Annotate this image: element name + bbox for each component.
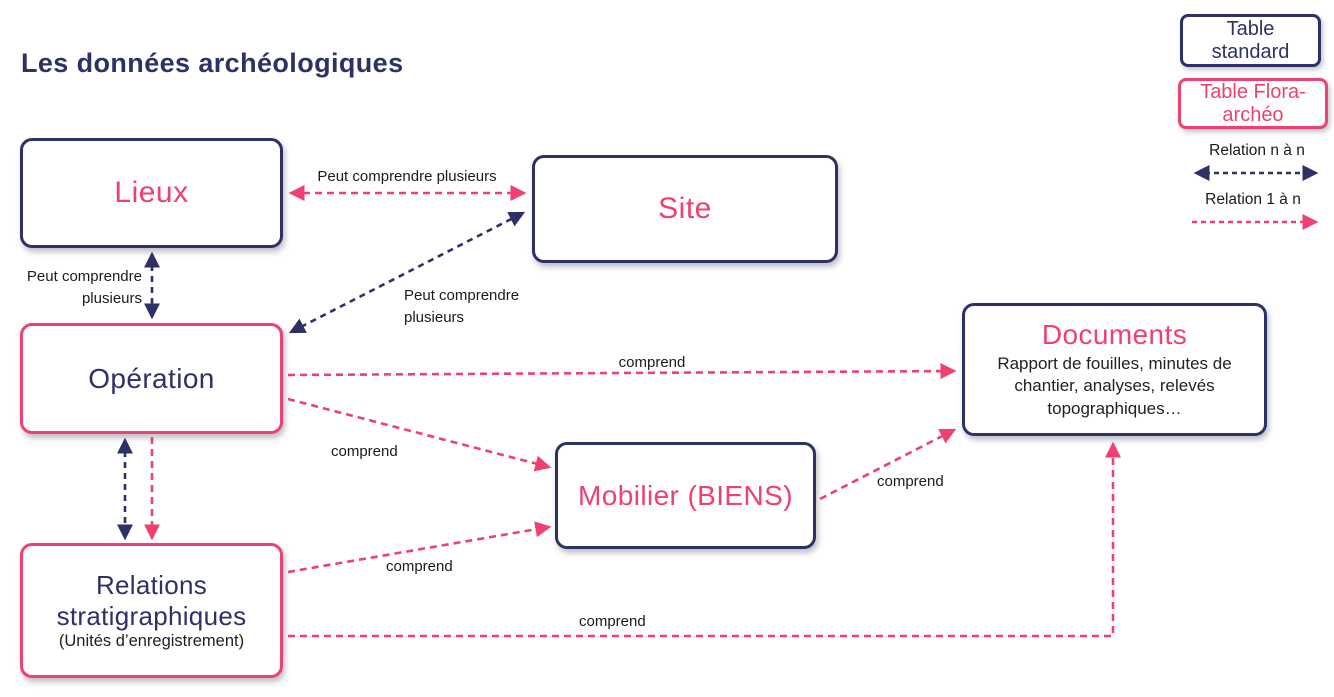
edge-label-operation-documents: comprend bbox=[618, 354, 686, 371]
edge-label-mobilier-documents: comprend bbox=[877, 473, 944, 490]
edge-label-operation-mobilier: comprend bbox=[331, 443, 398, 460]
node-site: Site bbox=[532, 155, 838, 263]
legend-relation-1n-label: Relation 1 à n bbox=[1205, 191, 1301, 208]
node-mobilier-label: Mobilier (BIENS) bbox=[578, 479, 793, 511]
node-documents-label: Documents bbox=[1041, 318, 1188, 350]
node-lieux: Lieux bbox=[20, 138, 283, 248]
node-documents: Documents Rapport de fouilles, minutes d… bbox=[962, 303, 1267, 436]
page-title: Les données archéologiques bbox=[21, 48, 404, 78]
node-operation: Opération bbox=[20, 323, 283, 434]
edge-label-lieux-site: Peut comprendre plusieurs bbox=[317, 168, 497, 185]
node-operation-label: Opération bbox=[88, 362, 215, 394]
edge-label-relations-mobilier: comprend bbox=[386, 558, 453, 575]
legend-table-flora-archeo: Table Flora- archéo bbox=[1178, 78, 1328, 129]
node-lieux-label: Lieux bbox=[114, 176, 189, 209]
node-site-label: Site bbox=[658, 192, 712, 225]
node-relations-label: Relations stratigraphiques bbox=[56, 569, 247, 631]
node-documents-body: Rapport de fouilles, minutes de chantier… bbox=[997, 353, 1232, 418]
node-mobilier: Mobilier (BIENS) bbox=[555, 442, 816, 549]
edge-label-lieux-operation: Peut comprendre plusieurs bbox=[26, 268, 142, 307]
edge-label-site-operation: Peut comprendre plusieurs bbox=[404, 287, 520, 326]
node-relations: Relations stratigraphiques (Unités d’enr… bbox=[20, 543, 283, 678]
edge-label-relations-documents: comprend bbox=[579, 613, 646, 630]
legend-table-standard: Table standard bbox=[1180, 14, 1321, 67]
node-relations-sub: (Unités d’enregistrement) bbox=[58, 632, 245, 651]
legend-relation-nn-label: Relation n à n bbox=[1209, 142, 1305, 159]
